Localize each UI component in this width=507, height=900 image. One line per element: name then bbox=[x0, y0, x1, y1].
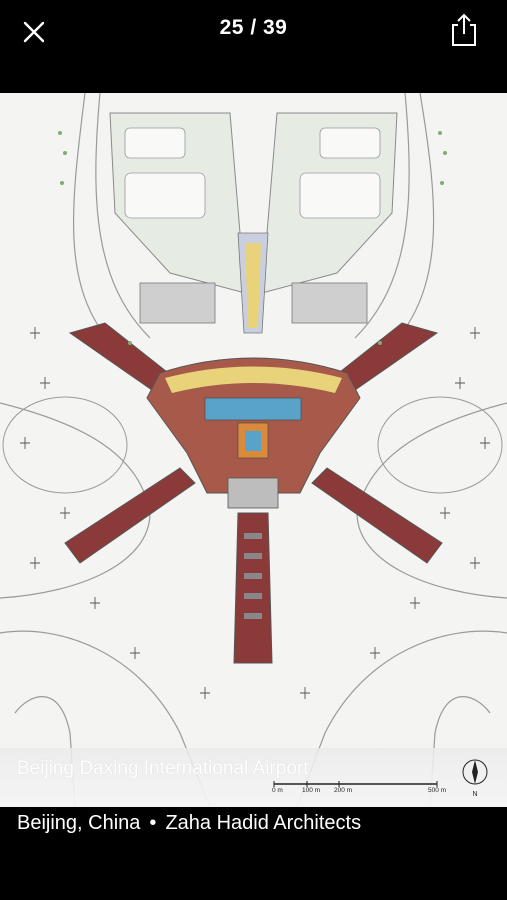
share-icon[interactable] bbox=[448, 12, 480, 48]
north-arrow-icon: N bbox=[462, 759, 488, 798]
north-label: N bbox=[472, 791, 477, 798]
top-bar: 25 / 39 bbox=[0, 0, 507, 93]
airport-site-plan bbox=[0, 93, 507, 807]
location-text: Beijing, China bbox=[17, 812, 141, 834]
architect-text: Zaha Hadid Architects bbox=[165, 812, 362, 834]
scale-label-200: 200 m bbox=[334, 787, 353, 794]
scale-bar bbox=[273, 781, 438, 787]
image-counter: 25 / 39 bbox=[219, 16, 288, 39]
scale-label-100: 100 m bbox=[302, 787, 321, 794]
scale-label-0: 0 m bbox=[272, 787, 283, 794]
airport-plan-image[interactable] bbox=[0, 93, 507, 807]
caption-separator: • bbox=[149, 812, 157, 834]
close-icon[interactable] bbox=[18, 16, 50, 48]
scale-label-500: 500 m bbox=[428, 787, 447, 794]
image-title: Beijing Daxing International Airport bbox=[17, 758, 309, 779]
caption-overlay bbox=[0, 748, 507, 807]
caption-line: Beijing, China • Zaha Hadid Architects bbox=[17, 812, 361, 835]
